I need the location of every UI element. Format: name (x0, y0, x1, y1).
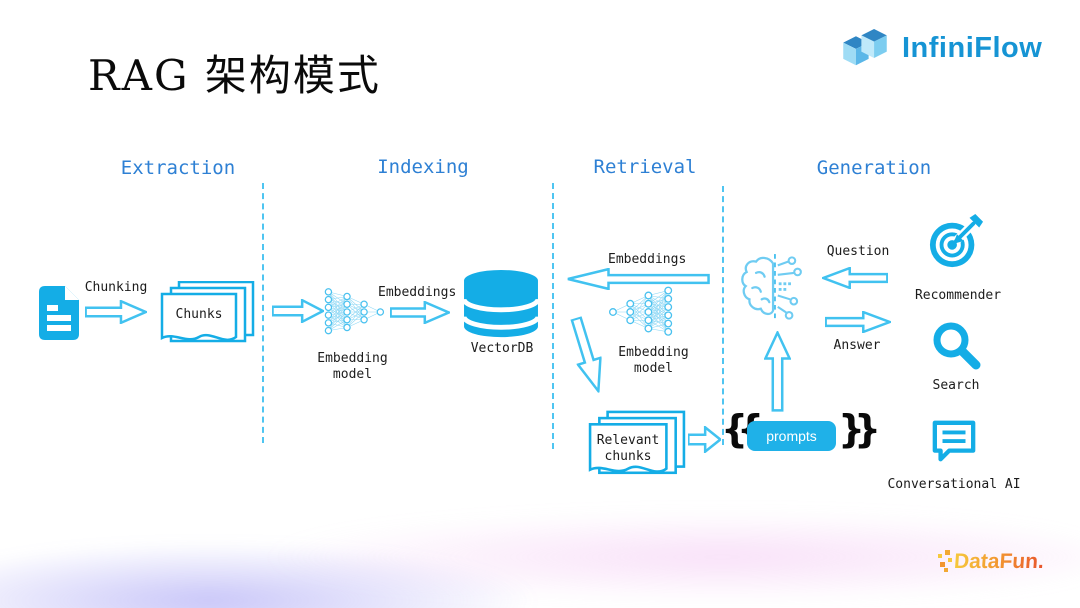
datafun-dot (945, 550, 950, 555)
separator-extraction-indexing (262, 183, 264, 443)
stage-header-extraction: Extraction (120, 157, 236, 179)
infiniflow-logo: InfiniFlow (836, 24, 1066, 72)
separator-retrieval-generation (722, 186, 724, 445)
page-title: RAG 架构模式 (88, 51, 381, 100)
separator-indexing-retrieval (552, 183, 554, 449)
retrieval-embeddings-arrow-left (565, 268, 710, 290)
chunks-pages-icon (160, 280, 255, 343)
conversational-ai-label: Conversational AI (887, 477, 1021, 492)
chunks-stack: Chunks (160, 280, 255, 351)
chat-icon (932, 420, 976, 462)
retrieval-embeddings-label: Embeddings (608, 252, 687, 267)
datafun-logo: DataFun. (936, 548, 1066, 582)
datafun-dot (940, 562, 945, 567)
infiniflow-cube-icon (843, 28, 887, 66)
answer-label: Answer (833, 338, 881, 353)
question-arrow-left (822, 267, 888, 289)
stage-header-retrieval: Retrieval (593, 156, 697, 178)
indexing-embedding-model-label: Embedding model (317, 351, 388, 383)
bottom-wave-pink (260, 512, 1080, 602)
relevant-chunks-label: Relevant chunks (596, 433, 660, 465)
datafun-dot (944, 568, 948, 572)
relevant-chunks-stack: Relevant chunks (588, 410, 686, 484)
infiniflow-brand-text: InfiniFlow (902, 31, 1043, 64)
answer-arrow-right (825, 311, 891, 333)
search-icon (933, 322, 981, 370)
prompt-close-brace: }} (838, 407, 881, 451)
retrieval-embedding-model-label: Embedding model (618, 345, 689, 377)
embedding-model-icon (324, 288, 385, 335)
vectordb-icon (461, 269, 541, 338)
relevant-chunks-pages-icon (588, 410, 686, 475)
indexing-embeddings-label: Embeddings (378, 285, 457, 300)
search-label: Search (932, 378, 980, 393)
chunking-label: Chunking (84, 280, 148, 295)
brain-icon (741, 254, 802, 322)
prompts-to-brain-arrow (764, 331, 791, 412)
stage-header-indexing: Indexing (377, 156, 469, 178)
retrieval-embedding-model-icon (608, 286, 673, 336)
chunks-label: Chunks (175, 307, 223, 322)
embeddings-arrow (390, 301, 450, 324)
vectordb-label: VectorDB (470, 341, 534, 356)
document-icon (39, 286, 79, 340)
datafun-dot (938, 554, 942, 558)
prompts-pill: prompts (747, 421, 836, 451)
chunking-arrow (85, 300, 147, 324)
stage-header-generation: Generation (816, 157, 932, 179)
datafun-brand-text: DataFun. (953, 550, 1045, 573)
datafun-dot (948, 558, 952, 562)
target-icon (929, 214, 984, 268)
vectordb-to-chunks-arrow (564, 314, 612, 396)
recommender-label: Recommender (914, 288, 1002, 303)
chunks-to-prompts-arrow (688, 426, 721, 453)
question-label: Question (826, 244, 890, 259)
extraction-to-indexing-arrow (272, 299, 324, 323)
